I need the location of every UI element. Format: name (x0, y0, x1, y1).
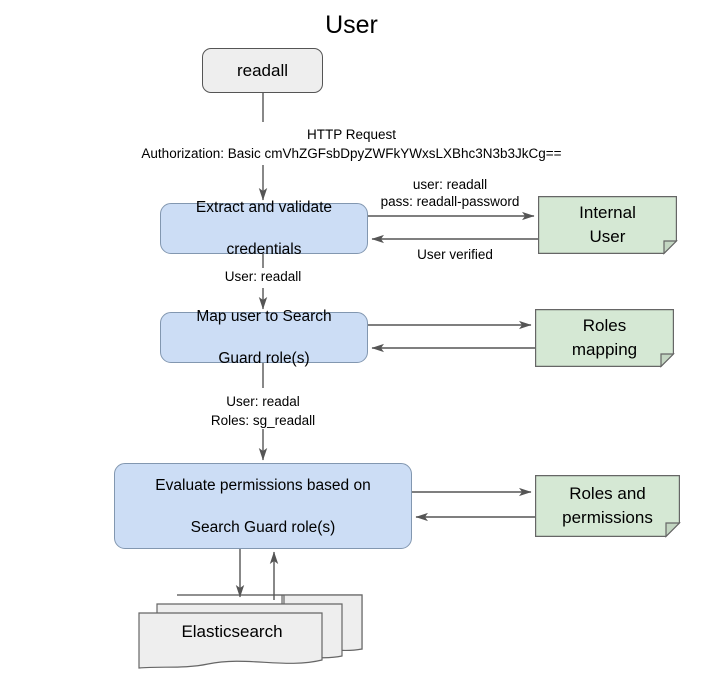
note-line-1: Roles and (569, 484, 646, 503)
process-line-2: Search Guard role(s) (190, 518, 336, 536)
note-roles-and-permissions[interactable]: Roles and permissions (535, 475, 681, 538)
note-shape (538, 196, 678, 255)
datastore-elasticsearch[interactable]: Elasticsearch (136, 592, 364, 670)
note-label-roles-mapping: Roles mapping (566, 314, 643, 362)
process-box-extract-credentials[interactable]: Extract and validate credentials (160, 199, 368, 258)
http-request-label: HTTP Request (306, 127, 397, 142)
edge-label-pass-readall-password: pass: readall-password (380, 194, 520, 209)
edge-label-user-verified: User verified (417, 247, 493, 262)
process-box-evaluate-permissions[interactable]: Evaluate permissions based on Search Guar… (114, 463, 412, 549)
edge-label-user-readal: User: readal (188, 394, 338, 410)
actor-box-readall[interactable]: readall (202, 48, 323, 93)
edge-label-user-readall: user: readall (412, 177, 488, 192)
edge-label-user-readall-2: User: readall (188, 269, 338, 285)
page-title: User (325, 11, 378, 39)
authorization-header-label: Authorization: Basic cmVhZGFsbDpyZWFkYWx… (141, 146, 562, 161)
actor-label: readall (236, 60, 289, 80)
note-line-2: User (589, 227, 626, 246)
datastore-label: Elasticsearch (181, 622, 283, 641)
process-line-1: Extract and validate (195, 199, 333, 216)
note-line-1: Roles (582, 316, 627, 335)
note-line-2: mapping (571, 340, 638, 359)
process-label-extract-credentials: Extract and validate credentials (180, 197, 348, 260)
process-label-evaluate-permissions: Evaluate permissions based on Search Guar… (139, 475, 386, 538)
note-roles-mapping[interactable]: Roles mapping (535, 309, 675, 368)
process-line-1: Map user to Search (196, 308, 332, 325)
note-shape (535, 309, 675, 368)
process-line-2: credentials (226, 241, 302, 258)
note-shape (535, 475, 681, 538)
datastore-shape (138, 594, 363, 669)
process-line-2: Guard role(s) (218, 350, 310, 367)
note-line-1: Internal (579, 203, 636, 222)
process-line-1: Evaluate permissions based on (155, 476, 371, 494)
note-label-roles-and-permissions: Roles and permissions (556, 482, 659, 530)
edge-label-roles-sg-readall: Roles: sg_readall (188, 413, 338, 429)
note-line-2: permissions (562, 508, 653, 527)
